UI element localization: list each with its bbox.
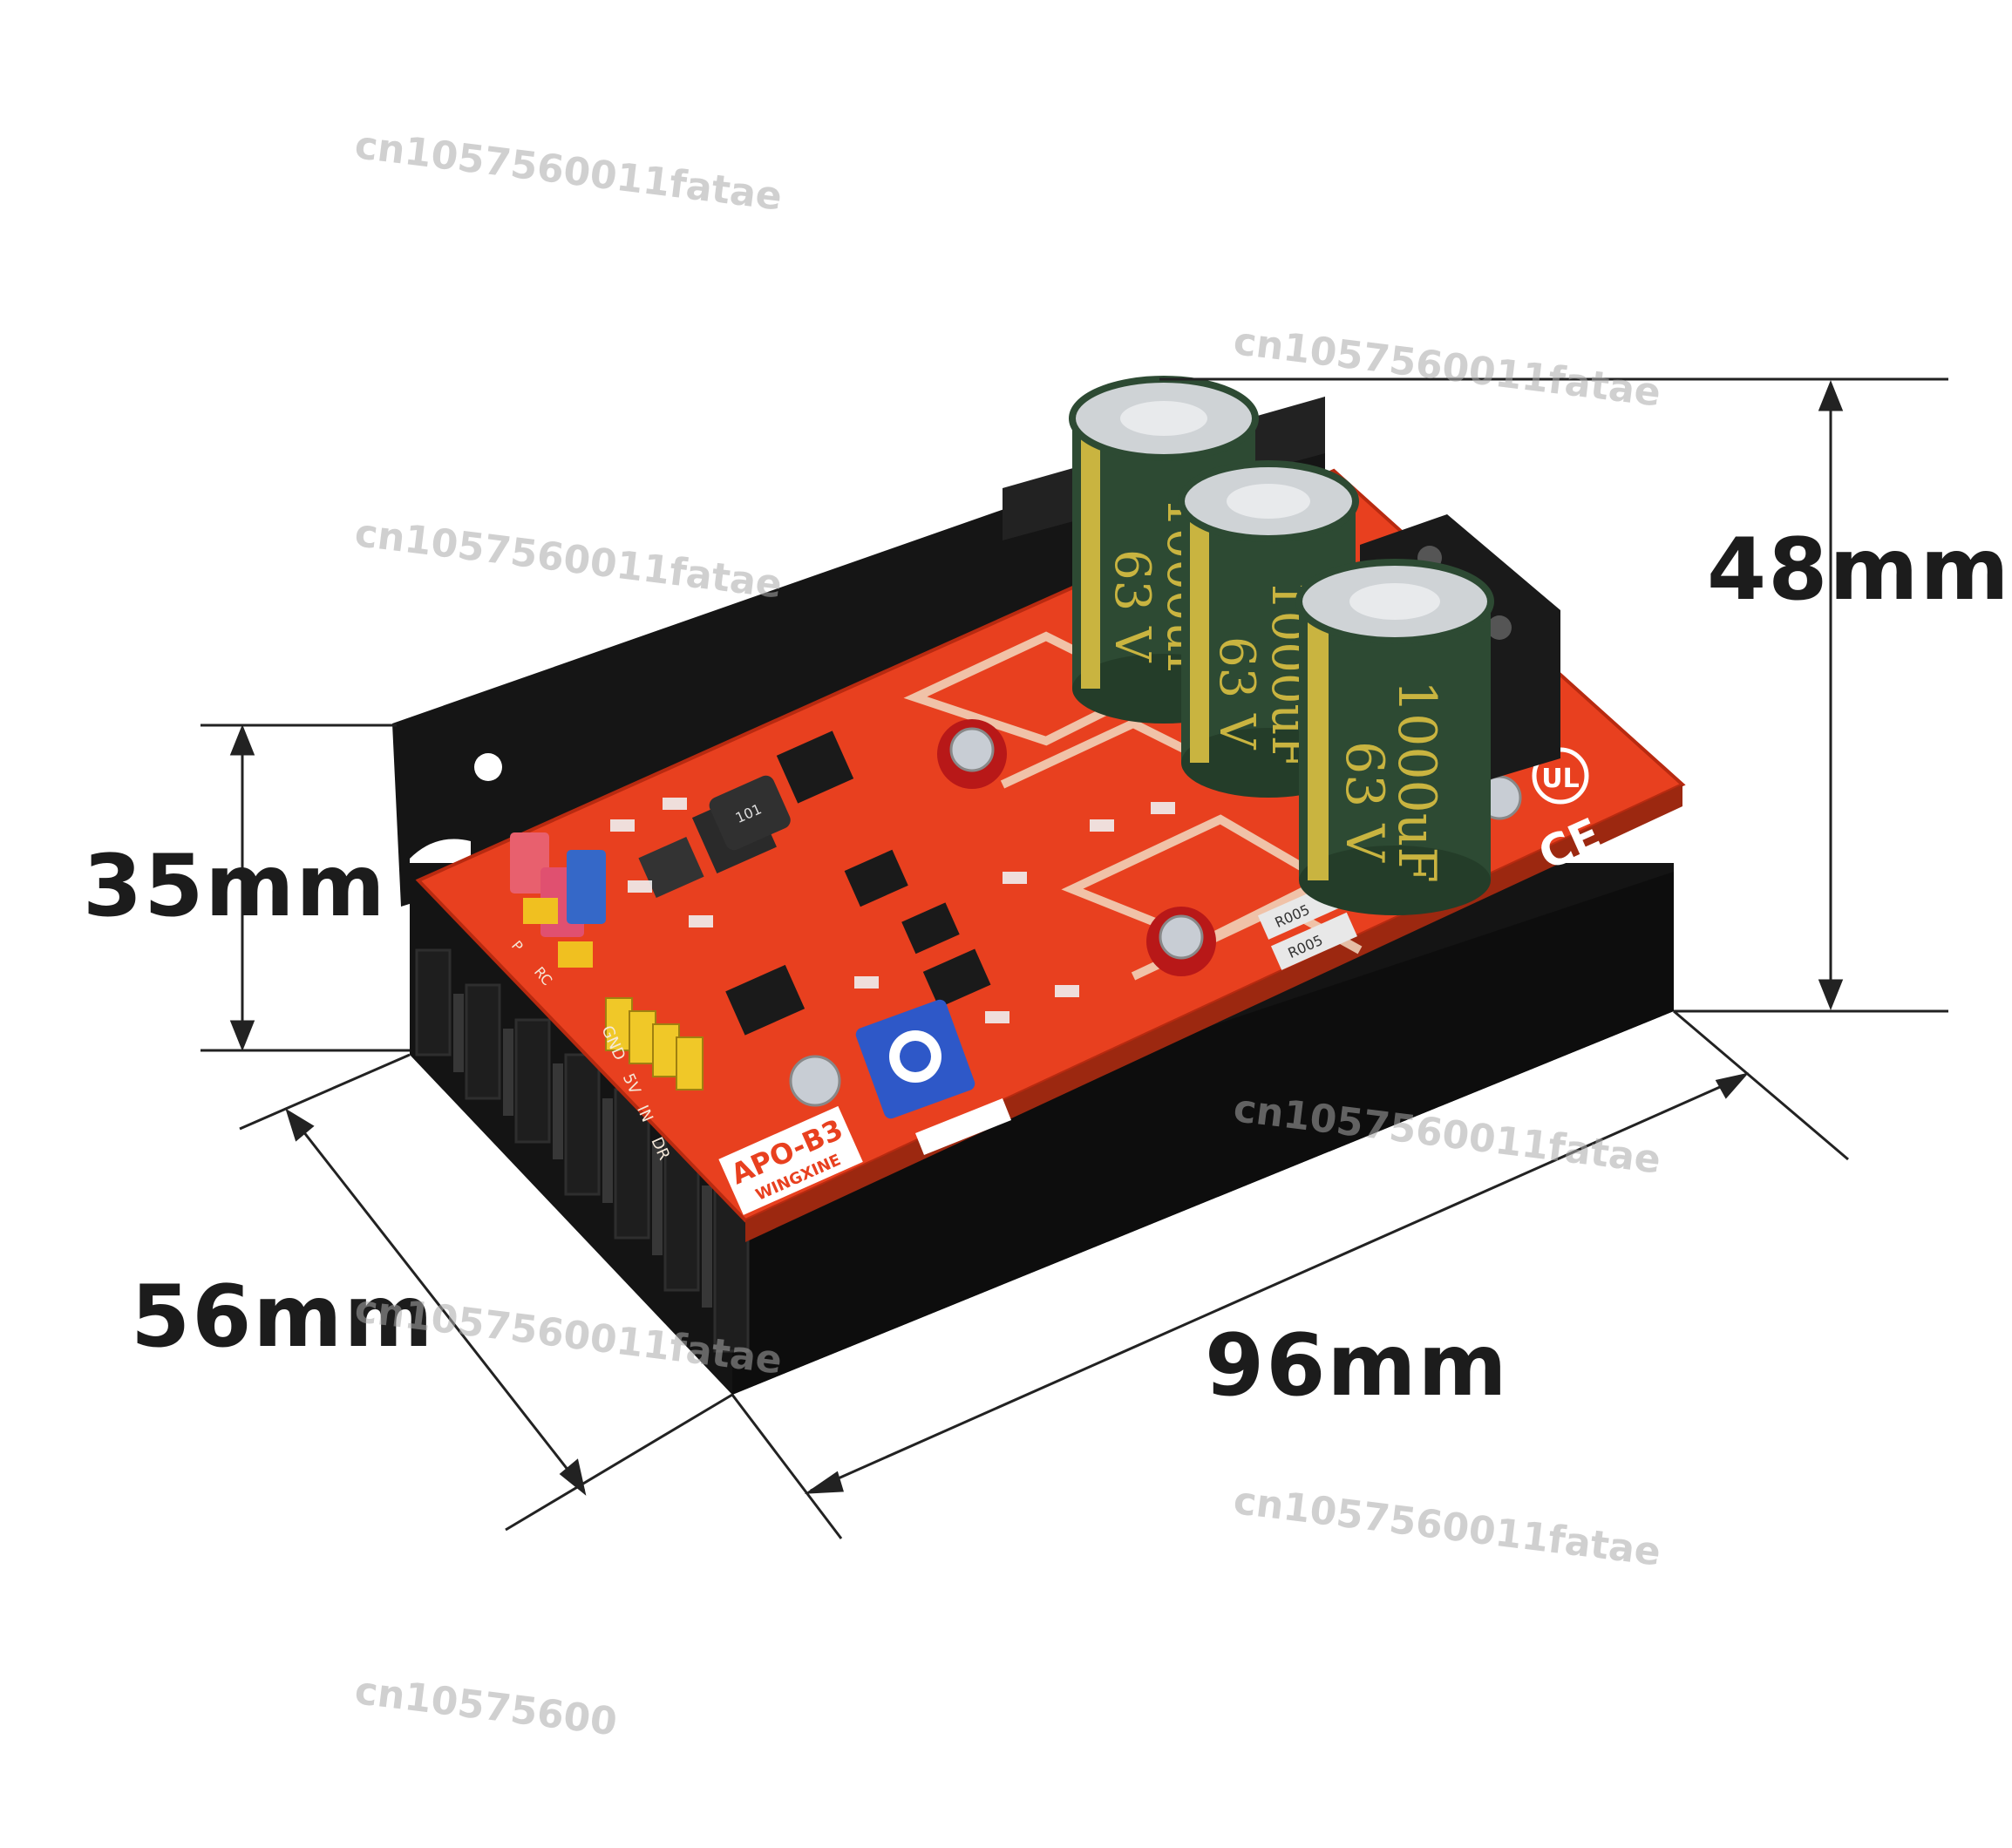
inductor — [709, 775, 791, 851]
heatsink-fins — [415, 948, 750, 1353]
capacitor-voltage: 63 V — [1208, 636, 1265, 751]
dimension-label-height-board: 35mm — [83, 837, 387, 936]
capacitor-voltage: 63 V — [1104, 549, 1160, 663]
ul-mark: UL — [1541, 764, 1579, 794]
capacitor: 1000uF 63 V — [1178, 460, 1359, 798]
screw — [789, 719, 1522, 1107]
dim-line-56 — [286, 1111, 586, 1491]
capacitor: 1000uF 63 V — [1295, 559, 1494, 915]
capacitor-rating: 1000uF — [1386, 680, 1447, 883]
jumpers — [510, 832, 606, 968]
dimension-label-width: 56mm — [131, 1267, 435, 1367]
potentiometer — [855, 999, 975, 1119]
dimension-label-length: 96mm — [1205, 1316, 1509, 1416]
smd-components — [610, 798, 1175, 1023]
dimension-label-height-total: 48mm — [1707, 520, 2011, 620]
capacitor-voltage: 63 V — [1334, 741, 1395, 863]
dim-line-96 — [810, 1075, 1744, 1492]
pin-header — [605, 997, 704, 1090]
mounting-hole — [474, 753, 502, 781]
dimension-lines — [201, 377, 1948, 1539]
